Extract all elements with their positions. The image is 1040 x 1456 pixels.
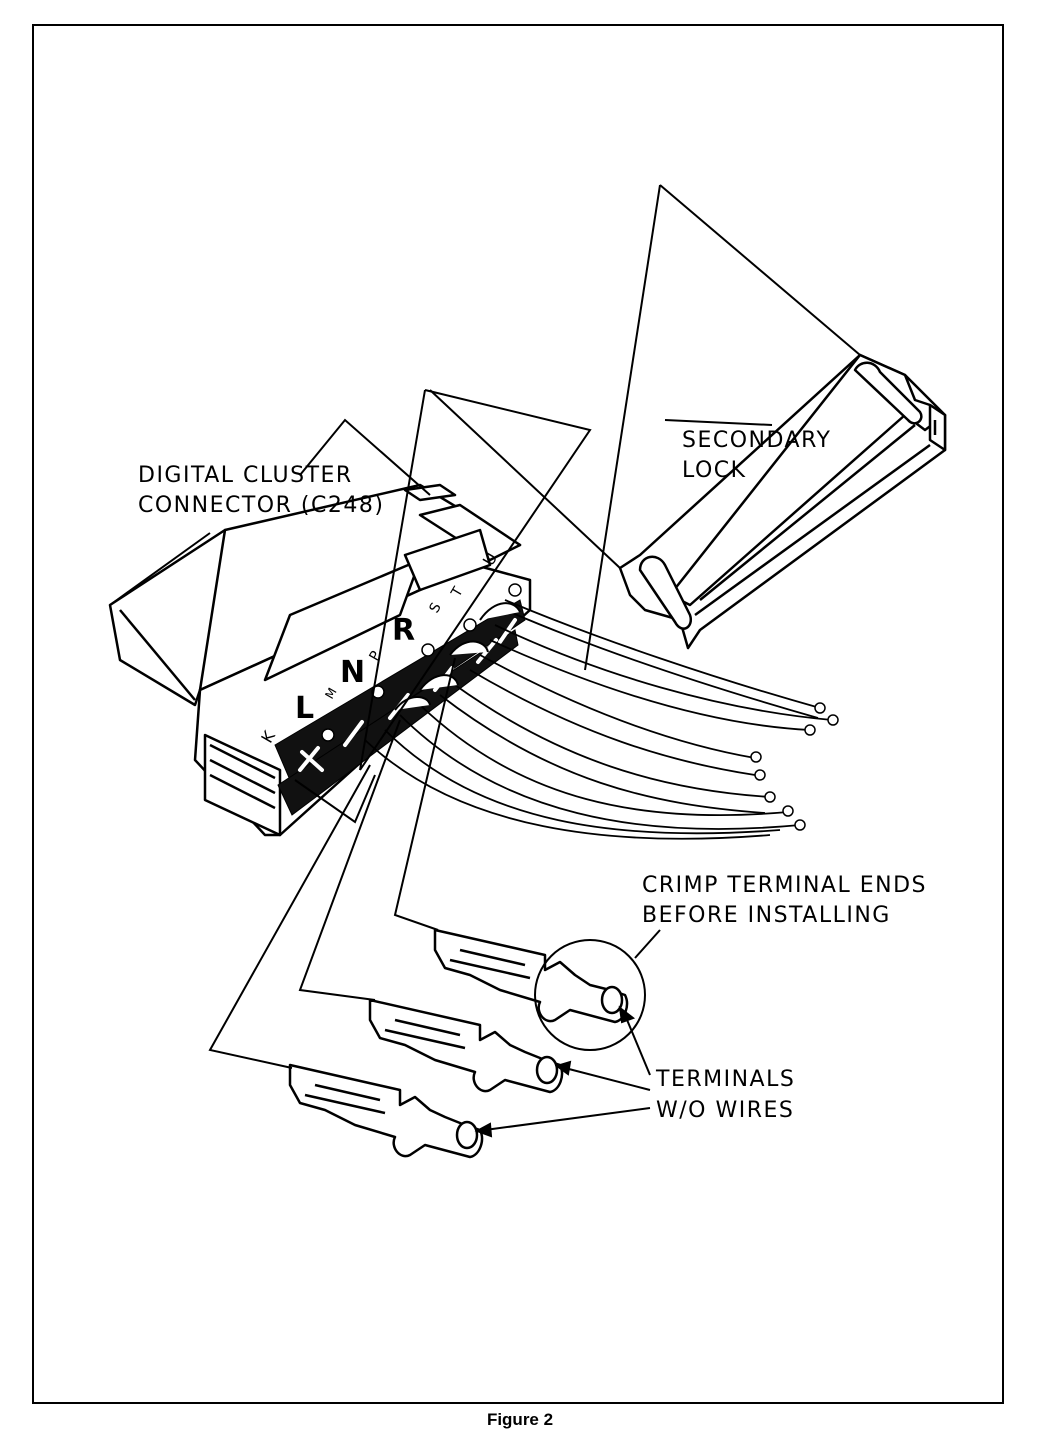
terminals-label-line1: TERMINALS [655,1067,795,1092]
pin-n: N [340,655,365,690]
terminals-label-line2: W/O WIRES [656,1098,794,1123]
figure-caption: Figure 2 [486,1410,554,1429]
crimp-label-line1: CRIMP TERMINAL ENDS [642,873,927,898]
connector-label-line2: CONNECTOR (C248) [138,493,384,518]
secondary-lock [618,353,947,650]
terminal-arrows [474,1005,651,1138]
connector-body [108,483,532,837]
secondary-lock-label-line2: LOCK [682,458,747,483]
terminal-3 [288,1063,484,1159]
wire-bundle [364,599,833,840]
cavity-holes [321,583,522,742]
pin-l: L [295,691,314,726]
connector-label-line1: DIGITAL CLUSTER [138,463,353,488]
crimp-callout-circle [534,939,646,1051]
terminal-2 [368,998,564,1094]
terminal-1 [433,928,629,1024]
secondary-lock-label-line1: SECONDARY [682,428,831,453]
leader-lines [109,184,861,1069]
pin-r: R [392,613,415,648]
crimp-label-line2: BEFORE INSTALLING [642,903,891,928]
figure-frame [32,24,1004,1404]
wire-ends [750,702,839,831]
